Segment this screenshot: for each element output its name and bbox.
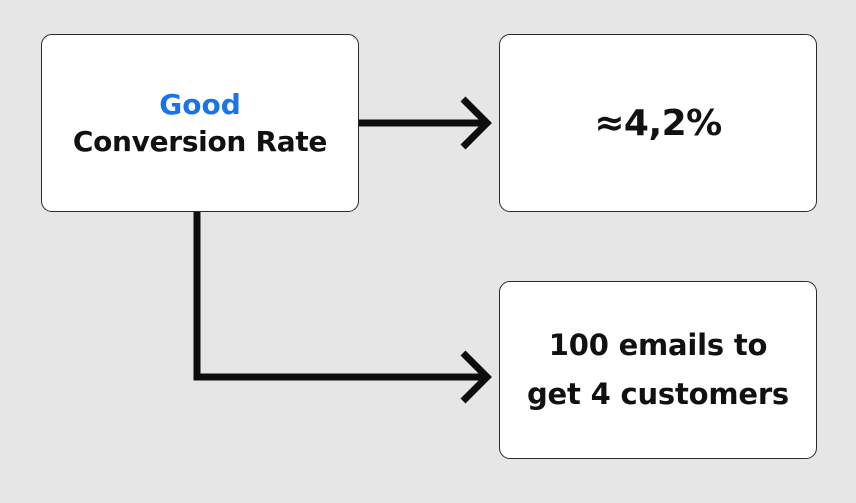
example-line-1: 100 emails to	[548, 327, 768, 362]
connector-to-example	[193, 210, 485, 381]
rate-value: ≈4,2%	[594, 102, 722, 144]
conversion-rate-box: Good Conversion Rate	[41, 34, 359, 212]
example-box: 100 emails to get 4 customers	[499, 281, 817, 459]
arrowhead-to-rate	[460, 96, 492, 150]
example-line-2: get 4 customers	[527, 377, 789, 411]
conversion-rate-title: Conversion Rate	[72, 125, 328, 159]
rate-value-box: ≈4,2%	[499, 34, 817, 212]
good-label: Good	[159, 87, 241, 121]
arrowhead-to-example	[460, 350, 492, 404]
